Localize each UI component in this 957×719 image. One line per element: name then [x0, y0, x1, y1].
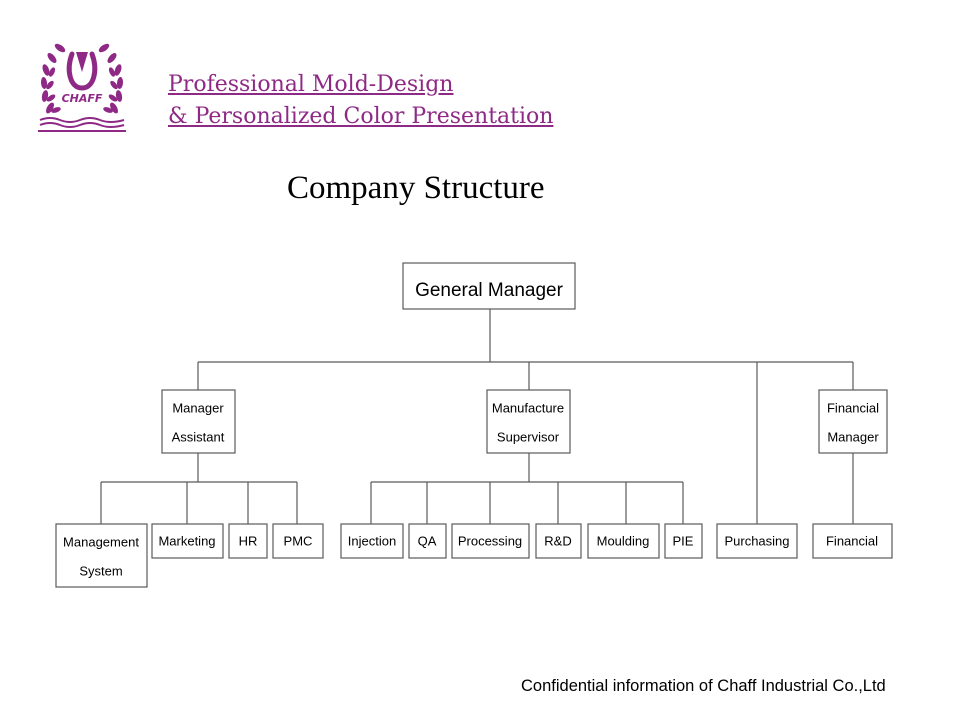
- org-node-label: Financial: [826, 533, 878, 548]
- org-node-injection: Injection: [340, 523, 404, 559]
- tagline-line1[interactable]: Professional Mold-Design: [168, 72, 454, 97]
- org-node-label: Financial: [827, 400, 879, 415]
- org-node-label: System: [79, 563, 122, 578]
- org-node-label: PMC: [284, 533, 313, 548]
- org-node-label: Marketing: [158, 533, 215, 548]
- org-node-general-manager: General Manager: [402, 262, 576, 310]
- org-node-label: QA: [418, 533, 437, 548]
- confidential-footer: Confidential information of Chaff Indust…: [521, 677, 886, 695]
- org-node-manufacture-supervisor: Manufacture Supervisor: [486, 389, 571, 454]
- org-node-marketing: Marketing: [151, 523, 224, 559]
- chaff-logo: CHAFF: [38, 43, 126, 132]
- org-node-label: Assistant: [172, 429, 225, 444]
- org-node-label: Manager: [827, 429, 879, 444]
- org-node-label: Injection: [348, 533, 396, 548]
- org-node-hr: HR: [228, 523, 268, 559]
- org-node-management-system: Management System: [55, 523, 148, 588]
- org-node-processing: Processing: [451, 523, 530, 559]
- org-chart-connectors: [100, 309, 854, 524]
- org-node-label: Management: [63, 534, 139, 549]
- org-node-financial: Financial: [812, 523, 893, 559]
- org-node-label: General Manager: [415, 280, 564, 301]
- org-node-label: Supervisor: [497, 429, 560, 444]
- org-node-label: Purchasing: [724, 533, 789, 548]
- logo-text: CHAFF: [62, 92, 103, 105]
- org-node-label: HR: [239, 533, 258, 548]
- org-node-financial-manager: Financial Manager: [818, 389, 888, 454]
- org-node-purchasing: Purchasing: [716, 523, 798, 559]
- org-node-manager-assistant: Manager Assistant: [161, 389, 236, 454]
- org-node-rnd: R&D: [535, 523, 582, 559]
- org-node-pie: PIE: [664, 523, 703, 559]
- org-node-label: Processing: [458, 533, 522, 548]
- org-node-label: Manufacture: [492, 400, 564, 415]
- org-node-qa: QA: [408, 523, 447, 559]
- org-node-label: Moulding: [597, 533, 650, 548]
- org-node-label: PIE: [673, 533, 694, 548]
- org-node-pmc: PMC: [272, 523, 324, 559]
- org-node-label: R&D: [544, 533, 571, 548]
- org-node-moulding: Moulding: [587, 523, 660, 559]
- org-node-label: Manager: [172, 400, 224, 415]
- tagline-line2[interactable]: & Personalized Color Presentation: [168, 104, 554, 129]
- page-title: Company Structure: [287, 170, 545, 206]
